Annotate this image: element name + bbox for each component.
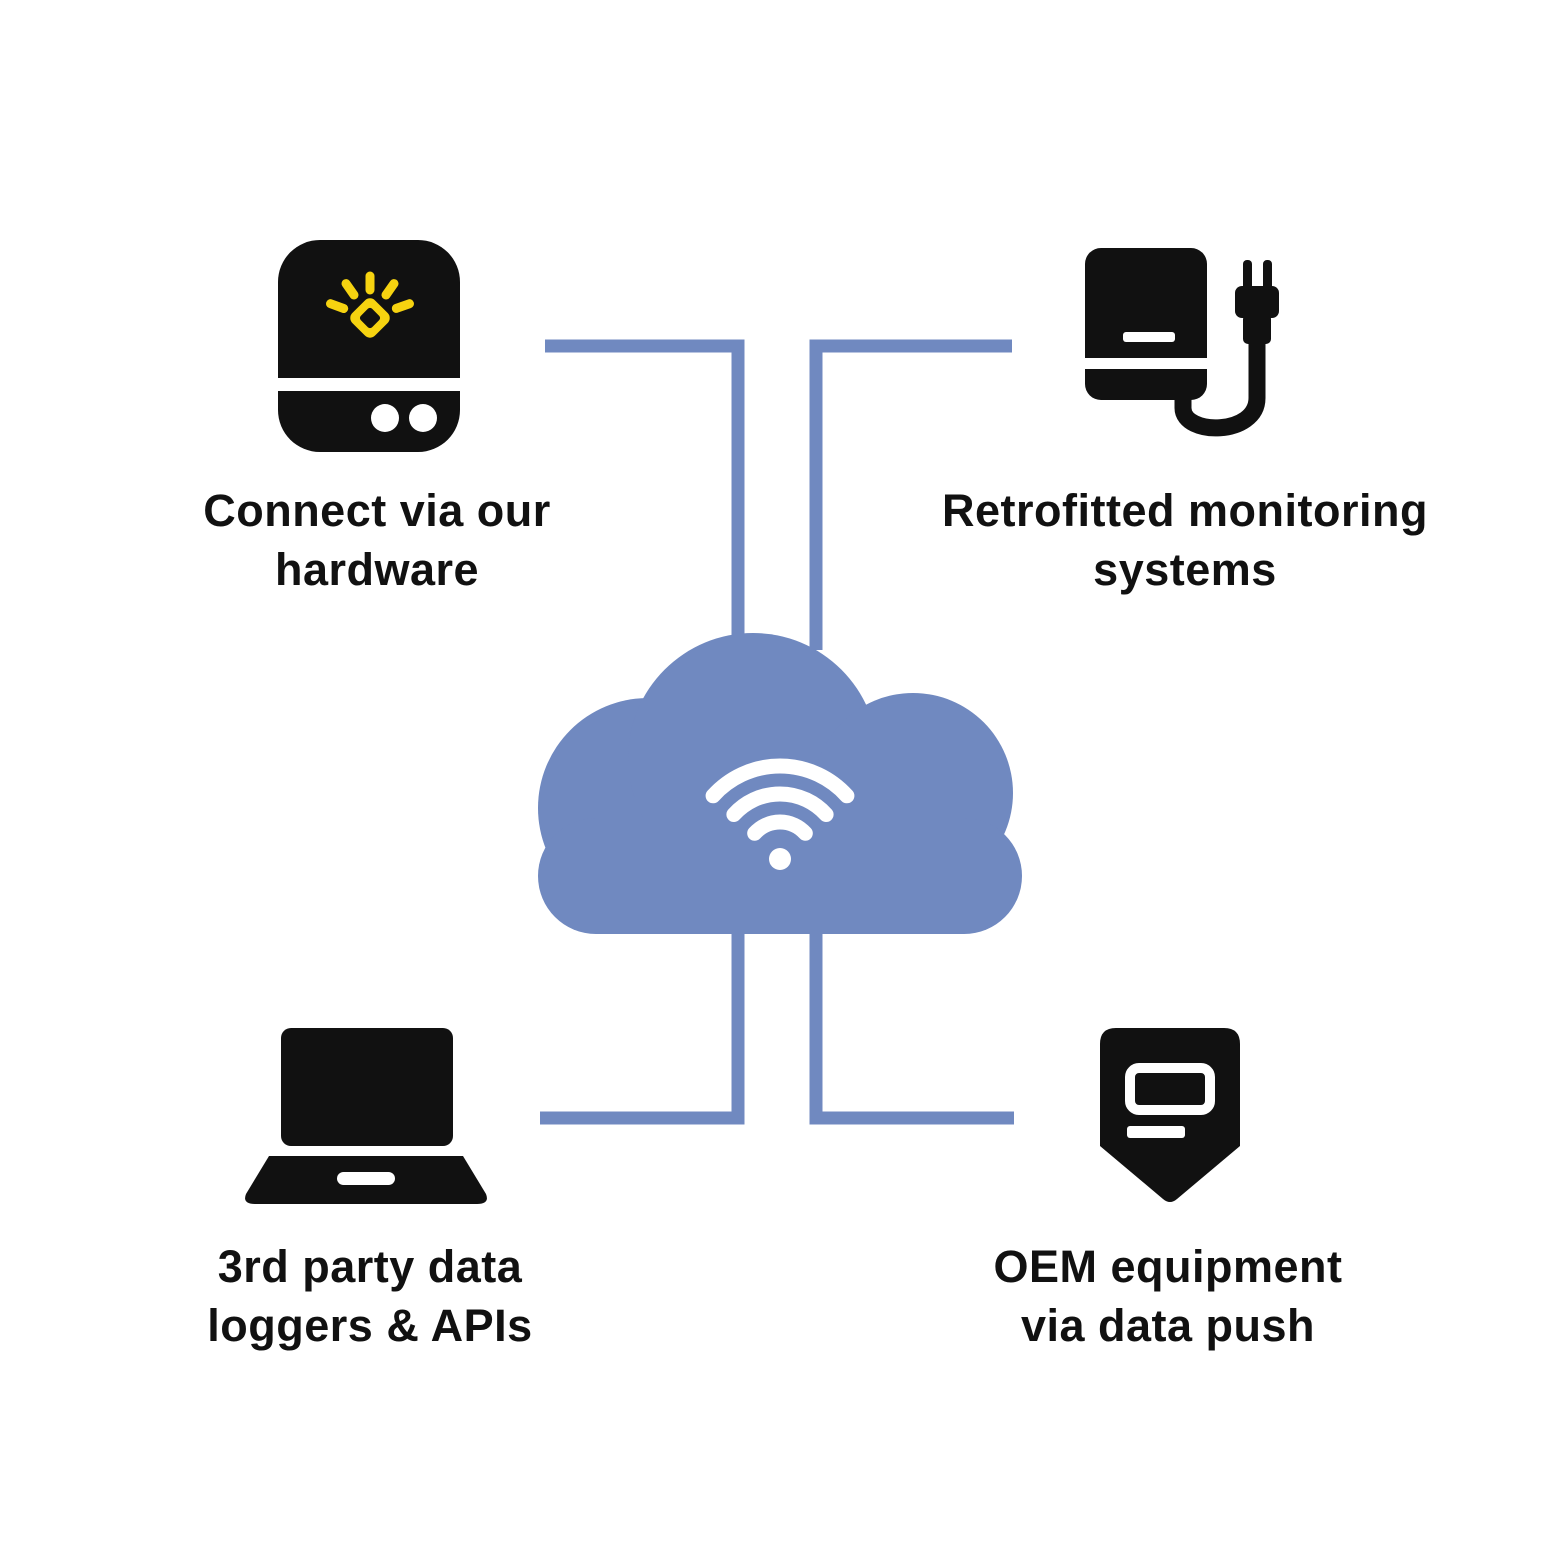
label-line: Connect via our — [203, 485, 551, 536]
connector-bottom-left — [540, 920, 745, 1125]
cloud-node — [538, 628, 1022, 934]
label-line: Retrofitted monitoring — [942, 485, 1428, 536]
wifi-icon — [705, 758, 855, 870]
label-oem: OEM equipment via data push — [948, 1238, 1388, 1355]
node-retrofit — [1085, 240, 1280, 455]
gateway-device-icon — [278, 240, 460, 452]
connector-top-right — [809, 339, 1012, 650]
cloud-shape — [538, 633, 1022, 934]
node-loggers — [245, 1028, 487, 1212]
cable — [1174, 327, 1266, 437]
connector-bottom-right — [809, 920, 1014, 1125]
label-line: hardware — [274, 543, 480, 595]
laptop-icon — [245, 1028, 487, 1204]
connector-top-left — [545, 339, 745, 645]
label-hardware: Connect via our hardware — [157, 482, 597, 599]
label-loggers: 3rd party data loggers & APIs — [150, 1238, 590, 1355]
plug — [1235, 260, 1279, 344]
label-line: systems — [1093, 543, 1277, 595]
spark-icon — [326, 271, 414, 338]
label-retrofit: Retrofitted monitoring systems — [930, 482, 1440, 599]
node-oem — [1100, 1028, 1240, 1208]
node-hardware — [278, 240, 460, 452]
label-line: 3rd party data — [217, 1241, 523, 1292]
retrofit-monitor-plug-icon — [1085, 248, 1279, 437]
label-line: OEM equipment — [993, 1241, 1343, 1292]
label-line: loggers & APIs — [207, 1299, 533, 1351]
label-line: via data push — [1020, 1299, 1316, 1351]
oem-meter-icon — [1100, 1028, 1240, 1202]
cloud-wifi-icon — [538, 633, 1022, 934]
